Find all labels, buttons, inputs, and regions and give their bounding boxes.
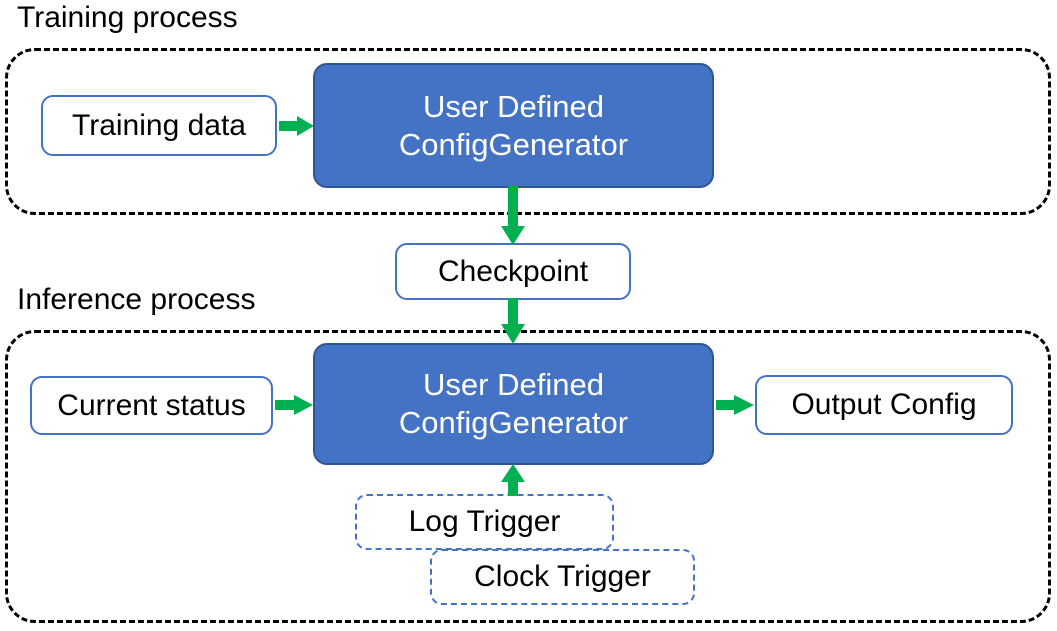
node-label-line-2: ConfigGenerator xyxy=(398,126,629,162)
node-training-user-defined-configgenerator[interactable]: User Defined ConfigGenerator xyxy=(313,63,714,188)
inference-process-container xyxy=(5,330,1051,623)
training-process-container xyxy=(5,48,1051,215)
node-label-line-1: User Defined xyxy=(423,88,604,124)
node-inference-user-defined-configgenerator[interactable]: User Defined ConfigGenerator xyxy=(313,343,714,465)
node-label-line-1: User Defined xyxy=(423,367,604,403)
training-process-label: Training process xyxy=(17,1,238,34)
node-log-trigger[interactable]: Log Trigger xyxy=(355,494,614,550)
node-training-data[interactable]: Training data xyxy=(41,95,277,156)
node-current-status[interactable]: Current status xyxy=(30,376,273,435)
node-clock-trigger[interactable]: Clock Trigger xyxy=(430,549,695,605)
inference-process-label: Inference process xyxy=(17,283,256,316)
node-label-line-2: ConfigGenerator xyxy=(398,405,629,440)
node-checkpoint[interactable]: Checkpoint xyxy=(395,243,631,300)
node-output-config[interactable]: Output Config xyxy=(755,375,1013,435)
